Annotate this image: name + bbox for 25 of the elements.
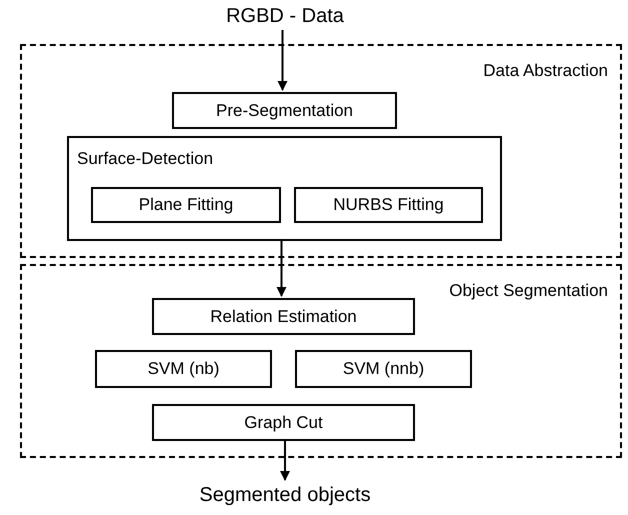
arrow	[280, 439, 290, 481]
box-label: NURBS Fitting	[333, 194, 444, 216]
process-box	[91, 187, 281, 223]
box-label: Graph Cut	[244, 412, 323, 434]
process-box	[152, 298, 415, 335]
container-box	[67, 136, 502, 241]
process-box	[295, 350, 472, 388]
process-box	[152, 404, 415, 441]
process-box	[95, 350, 272, 388]
box-label: Plane Fitting	[138, 194, 234, 216]
box-title: Surface-Detection	[77, 149, 214, 168]
box-label: SVM (nnb)	[342, 358, 424, 380]
box-label: Pre-Segmentation	[216, 100, 354, 122]
group-title: Object Segmentation	[449, 281, 608, 300]
arrow	[276, 239, 286, 297]
dashed-group	[20, 264, 622, 458]
dashed-group	[20, 44, 622, 258]
input-label: RGBD - Data	[226, 4, 344, 29]
box-label: Relation Estimation	[210, 306, 357, 328]
process-box	[294, 187, 483, 223]
input-label: Segmented objects	[199, 483, 371, 508]
group-title: Data Abstraction	[483, 61, 608, 80]
box-label: SVM (nb)	[148, 358, 220, 380]
process-box	[172, 92, 397, 129]
arrow	[278, 30, 288, 91]
